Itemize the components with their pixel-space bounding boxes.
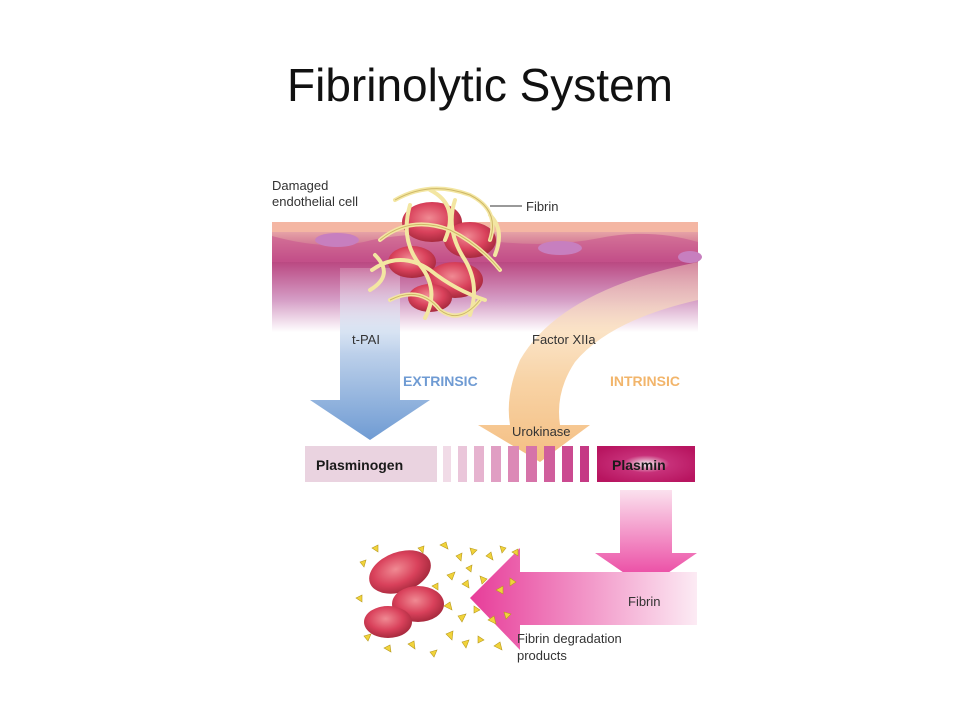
urokinase-label: Urokinase [512,424,571,439]
activation-bar [305,446,695,482]
plasmin-down-arrow [595,490,697,588]
fibrin-clot [368,186,502,320]
red-blood-cell [364,606,412,638]
extrinsic-arrow [310,268,430,440]
plasmin-box [597,446,695,482]
slide-title: Fibrinolytic System [287,59,673,111]
degraded-clot [355,541,519,658]
plasminogen-label: Plasminogen [316,457,403,473]
fdp-label: Fibrin degradation [517,631,622,646]
fibrin-top-label: Fibrin [526,199,559,214]
degradation-arrow [470,548,697,650]
factor-label: Factor XIIa [532,332,596,347]
intrinsic-arrow [478,262,698,462]
endothelial-nucleus [678,251,702,263]
endothelial-nucleus [538,241,582,255]
intrinsic-label: INTRINSIC [610,373,680,389]
plasmin-label: Plasmin [612,457,666,473]
tpai-label: t-PAI [352,332,380,347]
damaged-cell-label: Damaged [272,178,328,193]
plasminogen-box [305,446,437,482]
fdp-label: products [517,648,567,663]
fibrin-bottom-label: Fibrin [628,594,661,609]
extrinsic-label: EXTRINSIC [403,373,478,389]
damaged-cell-label: endothelial cell [272,194,358,209]
red-blood-cell [369,550,431,594]
endothelial-nucleus [315,233,359,247]
